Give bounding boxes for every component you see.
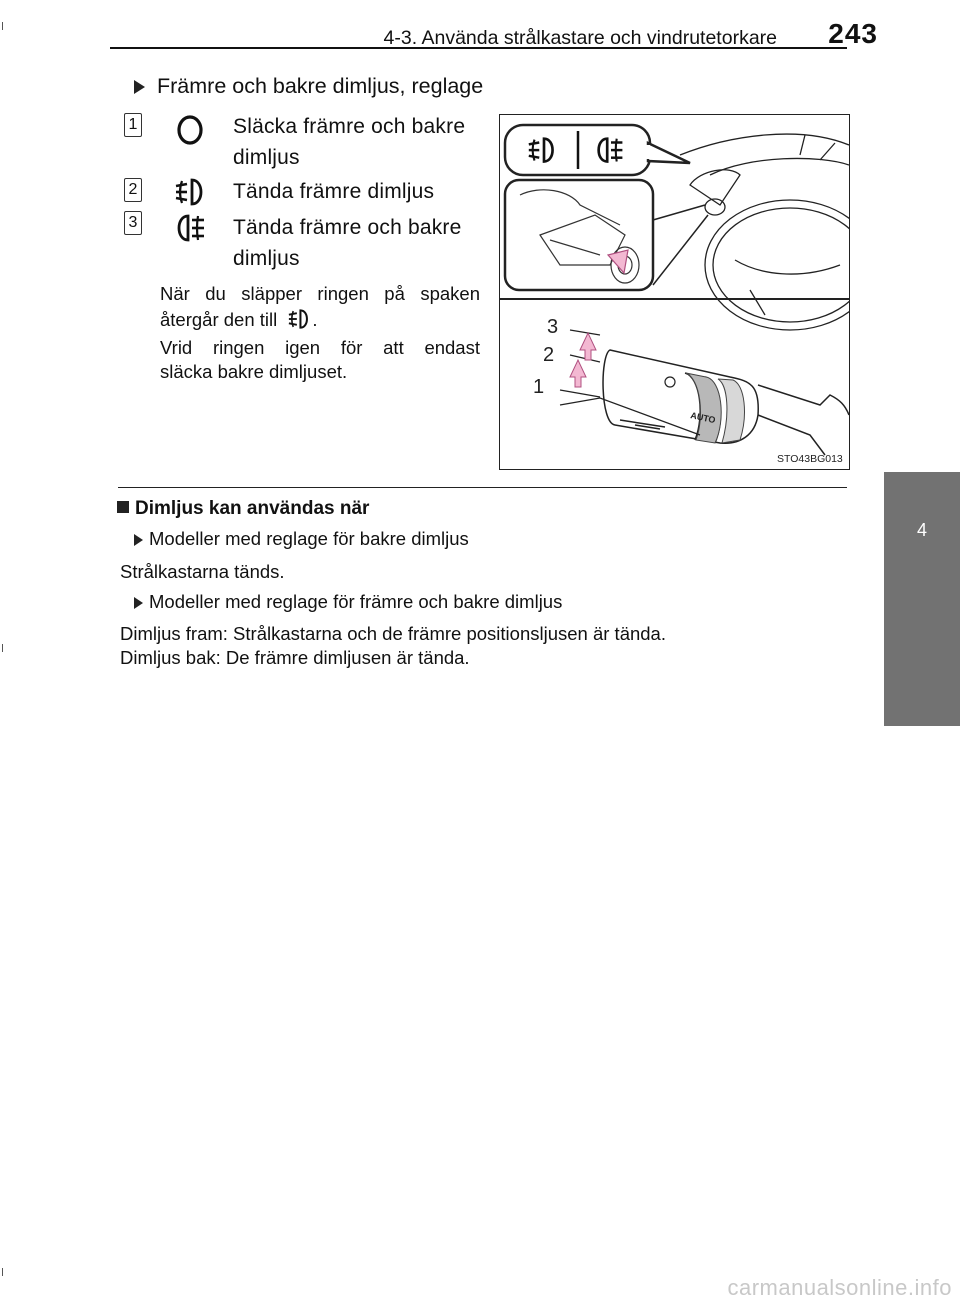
section-heading-text: Främre och bakre dimljus, reglage	[157, 74, 484, 98]
section-heading: Främre och bakre dimljus, reglage	[134, 74, 483, 99]
item-2-text: Tända främre dimljus	[233, 176, 434, 207]
item-number-3: 3	[124, 211, 142, 235]
switch-diagram: AUTO 3 2 1 STO43BG013	[500, 123, 876, 465]
illustration-code: STO43BG013	[777, 453, 843, 465]
header-rule	[110, 47, 847, 49]
light-sun-icon	[664, 376, 676, 388]
release-note-period: .	[312, 309, 318, 330]
conditions-heading: Dimljus kan användas när	[117, 498, 369, 520]
case-2-text: Dimljus fram: Strålkastarna och de främr…	[120, 622, 666, 670]
fog-off-icon	[177, 115, 203, 145]
release-note-line-2: återgår den till .	[160, 306, 480, 332]
conditions-heading-text: Dimljus kan användas när	[135, 498, 370, 519]
chapter-label: Körning	[5, 616, 92, 682]
rear-fog-icon	[597, 137, 623, 163]
chapter-number: 4	[916, 520, 927, 540]
case-2-line-2: Dimljus bak: De främre dimljusen är tänd…	[120, 647, 470, 668]
crop-mark	[2, 1268, 3, 1276]
item-1-line-2: dimljus	[233, 146, 300, 169]
rotate-note: Vrid ringen igen för att endast släcka b…	[160, 336, 480, 384]
crop-mark	[2, 644, 3, 652]
square-bullet-icon	[117, 501, 129, 513]
watermark: carmanualsonline.info	[727, 1275, 952, 1300]
up-arrow-icon	[569, 358, 587, 388]
chapter-tab: 4	[884, 472, 960, 726]
front-fog-icon	[175, 178, 203, 206]
release-note-line-1: När du släpper ringen på spaken	[160, 283, 480, 304]
item-1-line-1: Släcka främre och bakre	[233, 115, 466, 138]
fog-ring	[685, 372, 722, 444]
rotate-note-line-2: släcka bakre dimljuset.	[160, 361, 348, 382]
item-3-text: Tända främre och bakre dimljus	[233, 212, 462, 274]
fog-light-switch-illustration: AUTO 3 2 1 STO43BG013	[499, 114, 876, 470]
chapter-label-text: Körning	[5, 616, 26, 682]
item-3-line-1: Tända främre och bakre	[233, 216, 462, 239]
callout-2: 2	[543, 344, 554, 366]
rotate-arrow-icon	[606, 249, 629, 275]
case-2-line-1: Dimljus fram: Strålkastarna och de främr…	[120, 623, 666, 644]
release-note: När du släpper ringen på spaken återgår …	[160, 282, 480, 332]
case-1-label: Modeller med reglage för bakre dimljus	[134, 528, 469, 550]
front-fog-icon	[528, 137, 554, 163]
front-fog-icon	[289, 309, 309, 329]
up-arrow-icon	[579, 331, 597, 361]
triangle-bullet-icon	[134, 80, 145, 95]
page-number: 243	[828, 18, 878, 49]
section-divider	[118, 487, 847, 488]
item-2-line-1: Tända främre dimljus	[233, 180, 435, 203]
release-note-text: återgår den till	[160, 309, 278, 330]
callout-1: 1	[533, 376, 544, 398]
case-2-label: Modeller med reglage för främre och bakr…	[134, 591, 562, 613]
hand-inset-panel	[503, 178, 655, 292]
header-section-title: 4-3. Använda strålkastare och vindruteto…	[383, 27, 777, 49]
case-2-label-text: Modeller med reglage för främre och bakr…	[149, 591, 563, 612]
item-number-1: 1	[124, 113, 142, 137]
item-number-2: 2	[124, 178, 142, 202]
triangle-bullet-icon	[134, 597, 143, 610]
rotate-note-line-1: Vrid ringen igen för att endast	[160, 337, 480, 358]
item-1-text: Släcka främre och bakre dimljus	[233, 111, 465, 173]
rear-fog-icon	[177, 214, 204, 242]
case-1-text: Strålkastarna tänds.	[120, 561, 285, 582]
crop-mark	[2, 22, 3, 30]
item-3-line-2: dimljus	[233, 247, 300, 270]
callout-3: 3	[547, 316, 558, 338]
case-1-label-text: Modeller med reglage för bakre dimljus	[149, 528, 469, 549]
light-ring	[717, 378, 745, 444]
triangle-bullet-icon	[134, 534, 143, 547]
